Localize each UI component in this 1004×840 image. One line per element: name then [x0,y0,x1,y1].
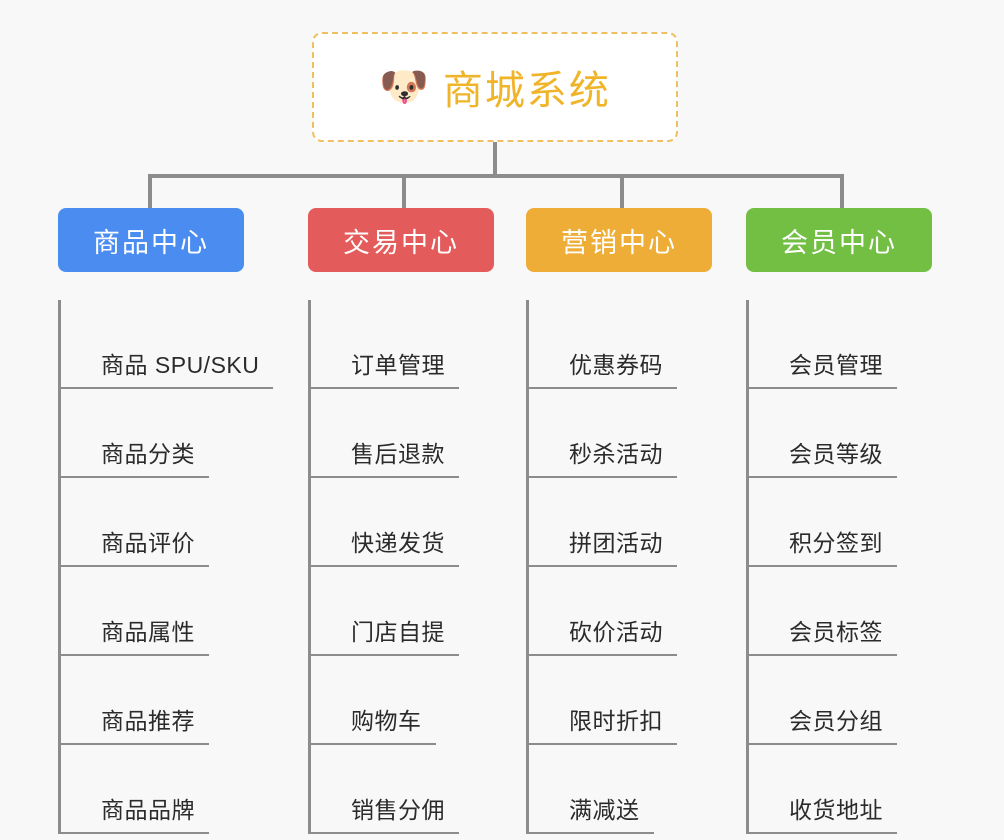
list-item-underline: 销售分佣 [311,791,459,834]
list-item-underline: 优惠券码 [529,346,677,389]
list-item-underline: 售后退款 [311,435,459,478]
branch-column-1: 商品中心商品 SPU/SKU 商品分类商品评价商品属性商品推荐商品品牌 [58,208,274,834]
list-item[interactable]: 会员等级 [749,389,932,478]
category-box-4[interactable]: 会员中心 [746,208,932,272]
list-item[interactable]: 门店自提 [311,567,494,656]
list-item-label: 购物车 [351,708,422,734]
list-item-underline: 快递发货 [311,524,459,567]
list-item-underline: 会员等级 [749,435,897,478]
list-item-label: 收货地址 [789,797,883,823]
list-item[interactable]: 拼团活动 [529,478,712,567]
list-item-label: 商品属性 [101,619,195,645]
category-label: 交易中心 [343,227,459,258]
list-item[interactable]: 积分签到 [749,478,932,567]
list-item-underline: 会员管理 [749,346,897,389]
list-item-underline: 商品属性 [61,613,209,656]
list-item-label: 会员分组 [789,708,883,734]
category-box-1[interactable]: 商品中心 [58,208,244,272]
list-item[interactable]: 秒杀活动 [529,389,712,478]
list-item-underline: 订单管理 [311,346,459,389]
list-item-label: 会员管理 [789,352,883,378]
list-item-underline: 商品 SPU/SKU [61,346,274,389]
list-item-underline: 购物车 [311,702,436,745]
list-item[interactable]: 商品品牌 [61,745,244,834]
list-item-underline: 积分签到 [749,524,897,567]
list-item[interactable]: 商品 SPU/SKU [61,300,274,389]
list-item-label: 商品分类 [101,441,195,467]
list-item-underline: 限时折扣 [529,702,677,745]
category-label: 营销中心 [561,227,677,258]
item-list-3: 优惠券码秒杀活动拼团活动砍价活动限时折扣满减送 [526,300,712,834]
list-item-underline: 砍价活动 [529,613,677,656]
list-item[interactable]: 售后退款 [311,389,494,478]
list-item-label: 会员等级 [789,441,883,467]
list-item-label: 会员标签 [789,619,883,645]
branch-column-4: 会员中心会员管理会员等级积分签到会员标签会员分组收货地址 [746,208,932,834]
branch-column-2: 交易中心订单管理售后退款快递发货门店自提购物车销售分佣 [308,208,494,834]
list-item[interactable]: 商品分类 [61,389,244,478]
list-item[interactable]: 优惠券码 [529,300,712,389]
branch-column-3: 营销中心优惠券码秒杀活动拼团活动砍价活动限时折扣满减送 [526,208,712,834]
list-item-label: 满减送 [569,797,640,823]
list-item[interactable]: 商品属性 [61,567,244,656]
root-node-mall-system[interactable]: 🐶 商城系统 [312,32,678,142]
list-item-underline: 商品评价 [61,524,209,567]
connector-stem-3 [620,174,624,210]
list-item[interactable]: 购物车 [311,656,494,745]
list-item-label: 快递发货 [351,530,445,556]
list-item-label: 商品推荐 [101,708,195,734]
connector-stem-1 [148,174,152,210]
category-box-3[interactable]: 营销中心 [526,208,712,272]
list-item[interactable]: 订单管理 [311,300,494,389]
list-item-label: 商品评价 [101,530,195,556]
list-item-label: 砍价活动 [569,619,663,645]
list-item-label: 商品品牌 [101,797,195,823]
list-item-underline: 拼团活动 [529,524,677,567]
category-label: 商品中心 [93,227,209,258]
item-list-4: 会员管理会员等级积分签到会员标签会员分组收货地址 [746,300,932,834]
list-item-underline: 商品品牌 [61,791,209,834]
connector-stem-4 [840,174,844,210]
list-item-label: 拼团活动 [569,530,663,556]
list-item-underline: 会员标签 [749,613,897,656]
category-label: 会员中心 [781,227,897,258]
list-item[interactable]: 收货地址 [749,745,932,834]
root-node-title: 商城系统 [442,69,611,113]
list-item-underline: 门店自提 [311,613,459,656]
connector-horizontal-bus [148,174,842,178]
list-item-label: 积分签到 [789,530,883,556]
item-list-1: 商品 SPU/SKU 商品分类商品评价商品属性商品推荐商品品牌 [58,300,274,834]
list-item-label: 限时折扣 [569,708,663,734]
category-box-2[interactable]: 交易中心 [308,208,494,272]
shiba-dog-face-icon: 🐶 [379,65,429,109]
list-item[interactable]: 会员管理 [749,300,932,389]
list-item-underline: 商品推荐 [61,702,209,745]
item-list-2: 订单管理售后退款快递发货门店自提购物车销售分佣 [308,300,494,834]
list-item-label: 销售分佣 [351,797,445,823]
connector-stem-2 [402,174,406,210]
list-item-underline: 商品分类 [61,435,209,478]
list-item-label: 订单管理 [351,352,445,378]
list-item-underline: 收货地址 [749,791,897,834]
list-item[interactable]: 限时折扣 [529,656,712,745]
list-item[interactable]: 商品评价 [61,478,244,567]
list-item[interactable]: 满减送 [529,745,712,834]
list-item-underline: 会员分组 [749,702,897,745]
list-item-label: 门店自提 [351,619,445,645]
list-item-underline: 满减送 [529,791,654,834]
list-item[interactable]: 快递发货 [311,478,494,567]
list-item-underline: 秒杀活动 [529,435,677,478]
list-item[interactable]: 砍价活动 [529,567,712,656]
list-item[interactable]: 会员标签 [749,567,932,656]
list-item[interactable]: 销售分佣 [311,745,494,834]
list-item-label: 优惠券码 [569,352,663,378]
list-item-label: 商品 SPU/SKU [101,352,260,378]
list-item[interactable]: 会员分组 [749,656,932,745]
connector-root-stem [493,142,497,176]
list-item-label: 秒杀活动 [569,441,663,467]
list-item[interactable]: 商品推荐 [61,656,244,745]
list-item-label: 售后退款 [351,441,445,467]
